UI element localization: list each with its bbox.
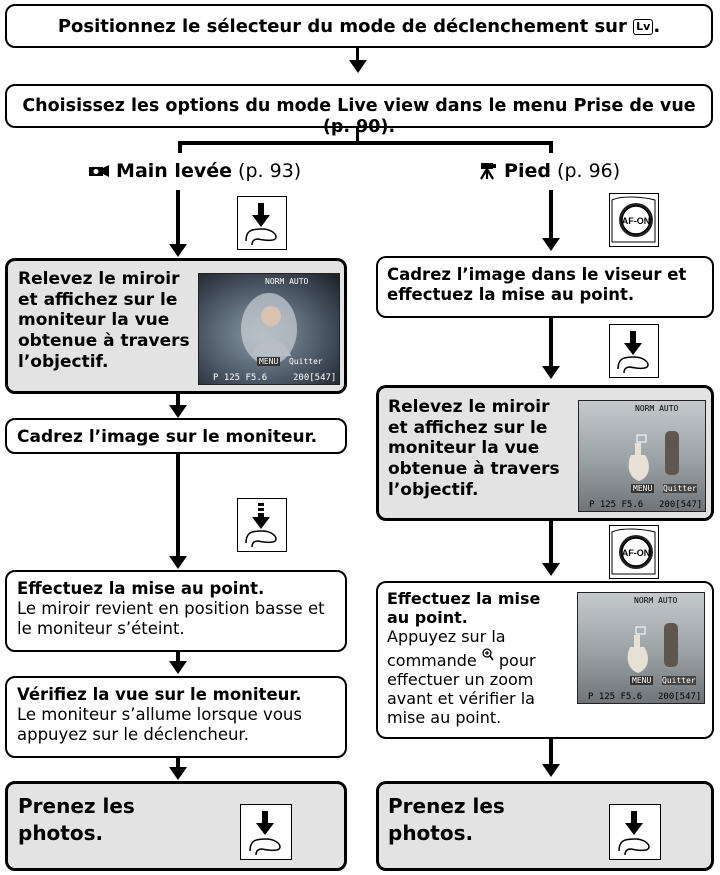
svg-text:AF-ON: AF-ON <box>622 216 651 226</box>
live-view-icon: Lv <box>633 19 654 35</box>
connector <box>549 318 553 368</box>
tripod-icon <box>478 162 498 180</box>
connector <box>176 394 180 408</box>
shutter-half-press-icon <box>237 498 287 552</box>
menu-step-text: Choisissez les options du mode Live view… <box>22 96 696 138</box>
handheld-icon <box>88 161 110 177</box>
svg-text:AF-ON: AF-ON <box>622 548 651 558</box>
step-take-photos-tripod: Prenez les photos. <box>376 781 714 871</box>
arrow-down-icon <box>542 238 560 251</box>
connector <box>178 141 182 153</box>
step-check-monitor: Vérifiez la vue sur le moniteur. Le moni… <box>5 676 347 758</box>
top-step-text: Positionnez le sélecteur du mode de décl… <box>57 16 627 37</box>
handheld-heading: Main levée (p. 93) <box>88 160 301 182</box>
arrow-down-icon <box>169 556 187 569</box>
arrow-down-icon <box>349 60 367 73</box>
step-focus-tripod: Effectuez la mise au point. Appuyez sur … <box>376 581 714 739</box>
shutter-press-icon <box>609 804 661 860</box>
connector <box>176 652 180 664</box>
arrow-down-icon <box>542 764 560 777</box>
live-view-screen: NORM AUTO MENU Quitter P 125 F5.6 200[54… <box>198 273 340 385</box>
step-focus-handheld: Effectuez la mise au point. Le miroir re… <box>5 570 347 652</box>
shutter-press-icon <box>237 196 287 250</box>
connector <box>356 48 359 62</box>
arrow-down-icon <box>169 244 187 257</box>
connector <box>549 739 553 767</box>
connector <box>176 454 180 558</box>
arrow-down-icon <box>169 767 187 780</box>
live-view-screen: NORM AUTO MENU Quitter P 125 F5.6 200[54… <box>578 400 706 512</box>
zoom-in-icon <box>482 647 494 661</box>
af-on-button-icon: AF-ON <box>609 193 659 247</box>
step-frame-on-monitor: Cadrez l’image sur le moniteur. <box>5 418 347 454</box>
connector <box>549 141 553 153</box>
step-raise-mirror-handheld: Relevez le miroir et affichez sur le mon… <box>5 258 347 394</box>
connector <box>176 190 180 246</box>
live-view-screen-zoom: NORM AUTO MENU Quitter P 125 F5.6 200[54… <box>577 592 705 704</box>
step-frame-viewfinder: Cadrez l’image dans le viseur et effectu… <box>376 256 714 318</box>
shutter-press-icon <box>609 324 659 378</box>
connector <box>549 190 553 240</box>
connector <box>178 141 552 145</box>
arrow-down-icon <box>169 405 187 418</box>
shutter-press-icon <box>240 804 292 860</box>
arrow-down-icon <box>542 563 560 576</box>
step-select-live-view-mode: Positionnez le sélecteur du mode de décl… <box>5 4 713 48</box>
step-raise-mirror-tripod: Relevez le miroir et affichez sur le mon… <box>376 385 714 521</box>
connector <box>549 521 553 565</box>
arrow-down-icon <box>542 366 560 379</box>
connector <box>356 128 359 142</box>
tripod-heading: Pied (p. 96) <box>478 160 620 182</box>
arrow-down-icon <box>169 661 187 674</box>
af-on-button-icon: AF-ON <box>609 525 659 579</box>
step-take-photos-handheld: Prenez les photos. <box>5 781 347 871</box>
connector <box>176 758 180 770</box>
step-choose-options: Choisissez les options du mode Live view… <box>5 84 713 137</box>
